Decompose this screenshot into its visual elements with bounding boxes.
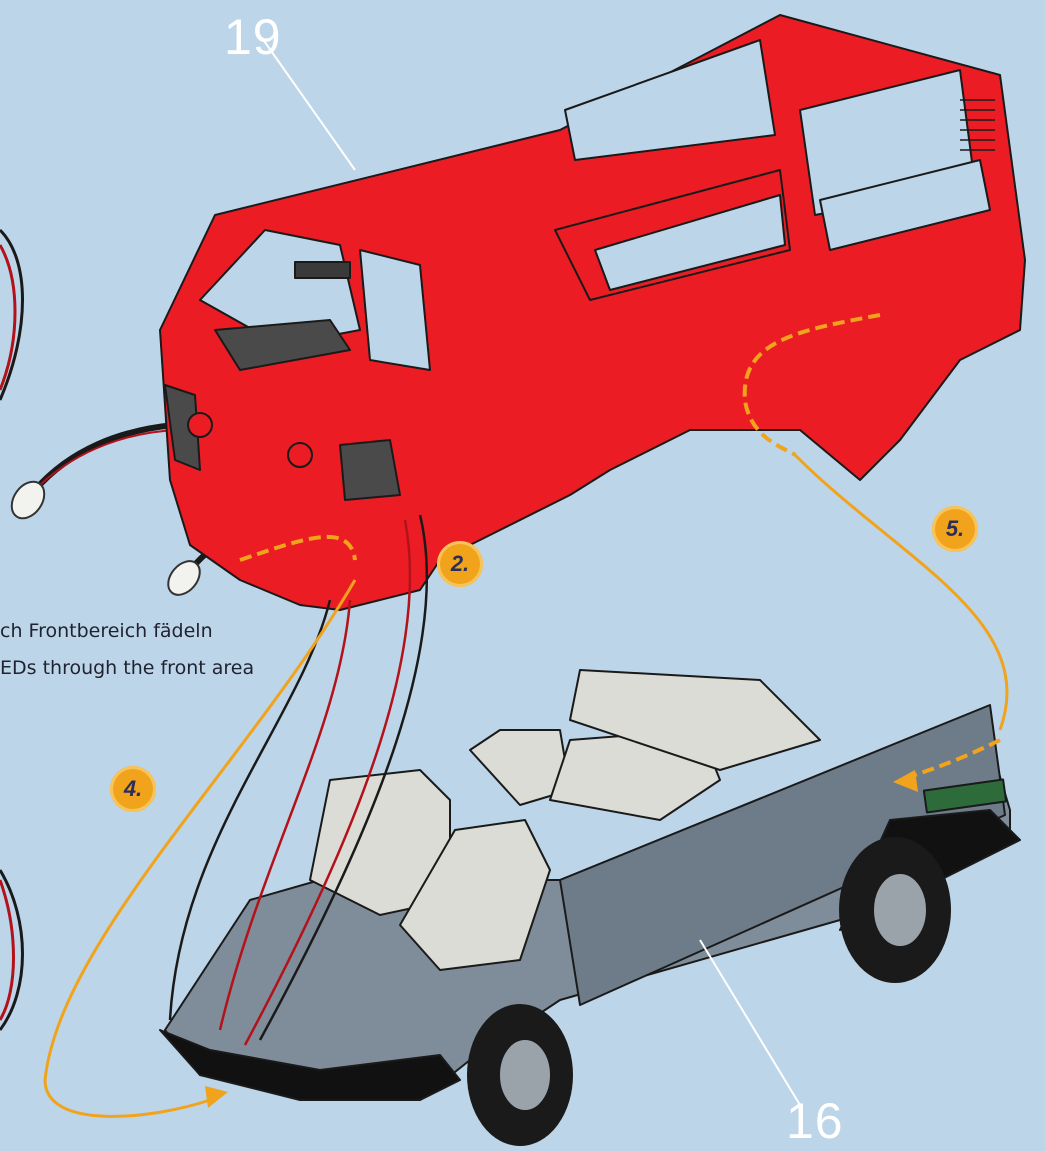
step-label: 2. (451, 551, 469, 577)
led-cable-lower-left (0, 870, 23, 1030)
caption-german: ch Frontbereich fädeln (0, 620, 213, 642)
step-badge-2: 2. (437, 541, 483, 587)
step-label: 5. (946, 516, 964, 542)
step-badge-4: 4. (110, 766, 156, 812)
chassis-leader-line (700, 940, 800, 1105)
step-badge-5: 5. (932, 506, 978, 552)
caption-english: EDs through the front area (0, 657, 254, 679)
part-number-16: 16 (786, 1092, 844, 1150)
led-cable-upper-left (0, 230, 23, 400)
van-body-19 (160, 15, 1025, 610)
step-label: 4. (124, 776, 142, 802)
part-number-19: 19 (224, 8, 282, 66)
led-light-1 (5, 425, 178, 524)
